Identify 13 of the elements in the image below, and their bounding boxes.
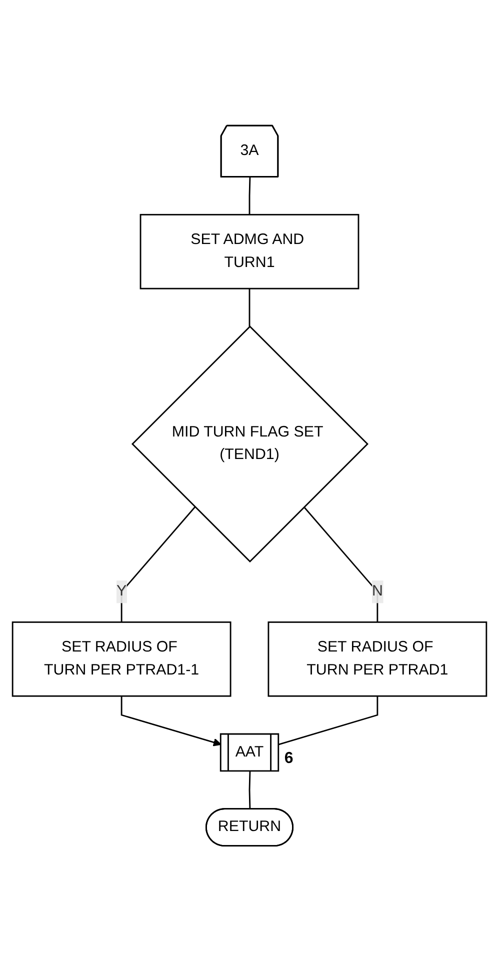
connector xyxy=(120,506,196,622)
connector xyxy=(303,506,378,622)
node-box xyxy=(268,621,488,697)
connector xyxy=(248,177,251,214)
connector xyxy=(248,288,250,326)
connector xyxy=(278,696,378,745)
node-box xyxy=(12,621,232,697)
node-box xyxy=(140,214,360,290)
connector xyxy=(248,771,251,810)
edge-label: N xyxy=(372,583,383,600)
arrow xyxy=(120,696,222,746)
node-diamond xyxy=(131,325,368,562)
edge-label: Y xyxy=(116,583,127,600)
